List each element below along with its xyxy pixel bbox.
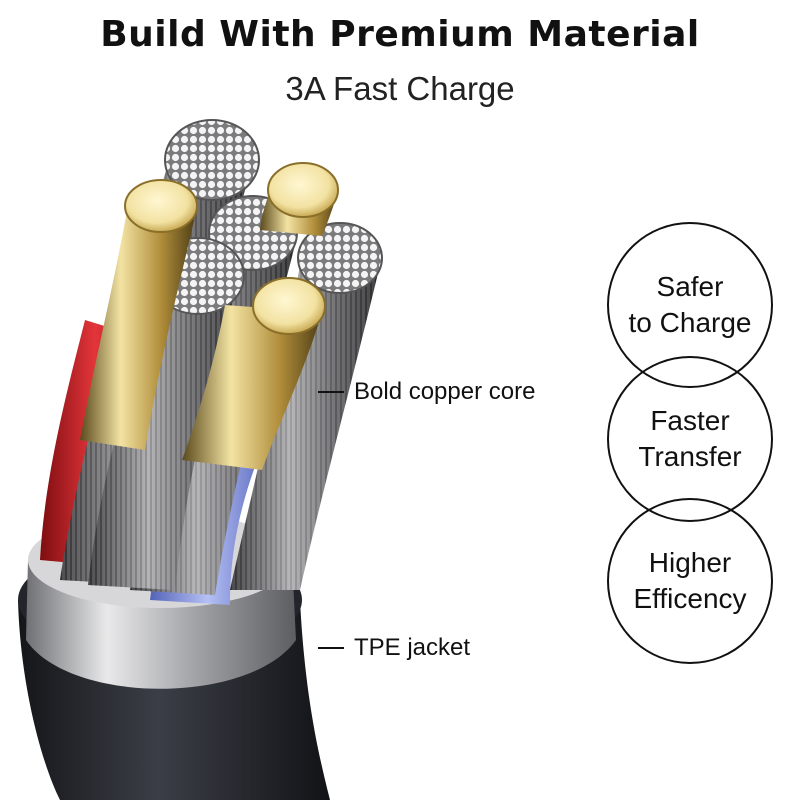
callout-line: [318, 391, 344, 393]
badge-line-1: Faster: [650, 405, 730, 436]
feature-badge-safer: Safer to Charge: [607, 222, 773, 388]
badge-line-1: Higher: [648, 547, 732, 578]
badge-line-1: Safer: [656, 271, 724, 302]
page-title: Build With Premium Material: [100, 14, 700, 55]
callout-tpe-jacket: TPE jacket: [318, 634, 470, 662]
badge-line-2: Efficency: [633, 583, 747, 614]
badge-line-2: to Charge: [628, 307, 752, 338]
callout-bold-copper-core: Bold copper core: [318, 378, 535, 406]
callout-text: Bold copper core: [354, 378, 536, 405]
page-subtitle: 3A Fast Charge: [285, 70, 515, 107]
badge-line-2: Transfer: [638, 441, 742, 472]
feature-badge-higher: Higher Efficency: [607, 498, 773, 664]
callout-text: TPE jacket: [354, 634, 471, 661]
gold-conductors: [80, 162, 339, 470]
callout-line: [318, 647, 344, 649]
